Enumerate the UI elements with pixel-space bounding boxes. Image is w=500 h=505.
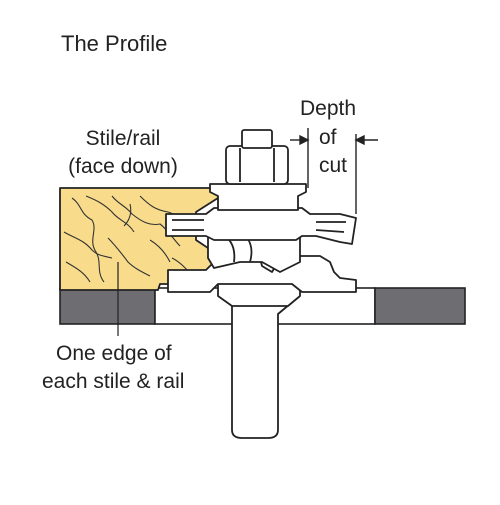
wood-grain <box>63 195 193 283</box>
bit-collar <box>209 183 307 211</box>
edge-label-line2: each stile & rail <box>42 370 185 393</box>
depth-label-line3: cut <box>319 154 348 177</box>
depth-of-cut-dimension <box>290 128 378 214</box>
depth-arrow-right-head <box>354 134 365 146</box>
edge-label-line1: One edge of <box>56 342 172 365</box>
depth-arrow-left-head <box>299 134 310 146</box>
bit-lower-body <box>217 281 301 307</box>
depth-label-line1: Depth <box>300 97 357 120</box>
depth-label-line2: of <box>319 126 337 149</box>
bit-nut <box>225 145 289 185</box>
table-left <box>59 287 156 325</box>
bit-arbor <box>241 129 273 149</box>
table-right <box>374 287 466 325</box>
stile-label-line2: (face down) <box>68 155 178 178</box>
upper-cutter-inner <box>172 219 346 233</box>
stile-label-line1: Stile/rail <box>85 127 161 150</box>
bit-shank <box>231 295 291 439</box>
diagram-title: The Profile <box>61 31 168 56</box>
router-bit <box>165 129 357 439</box>
